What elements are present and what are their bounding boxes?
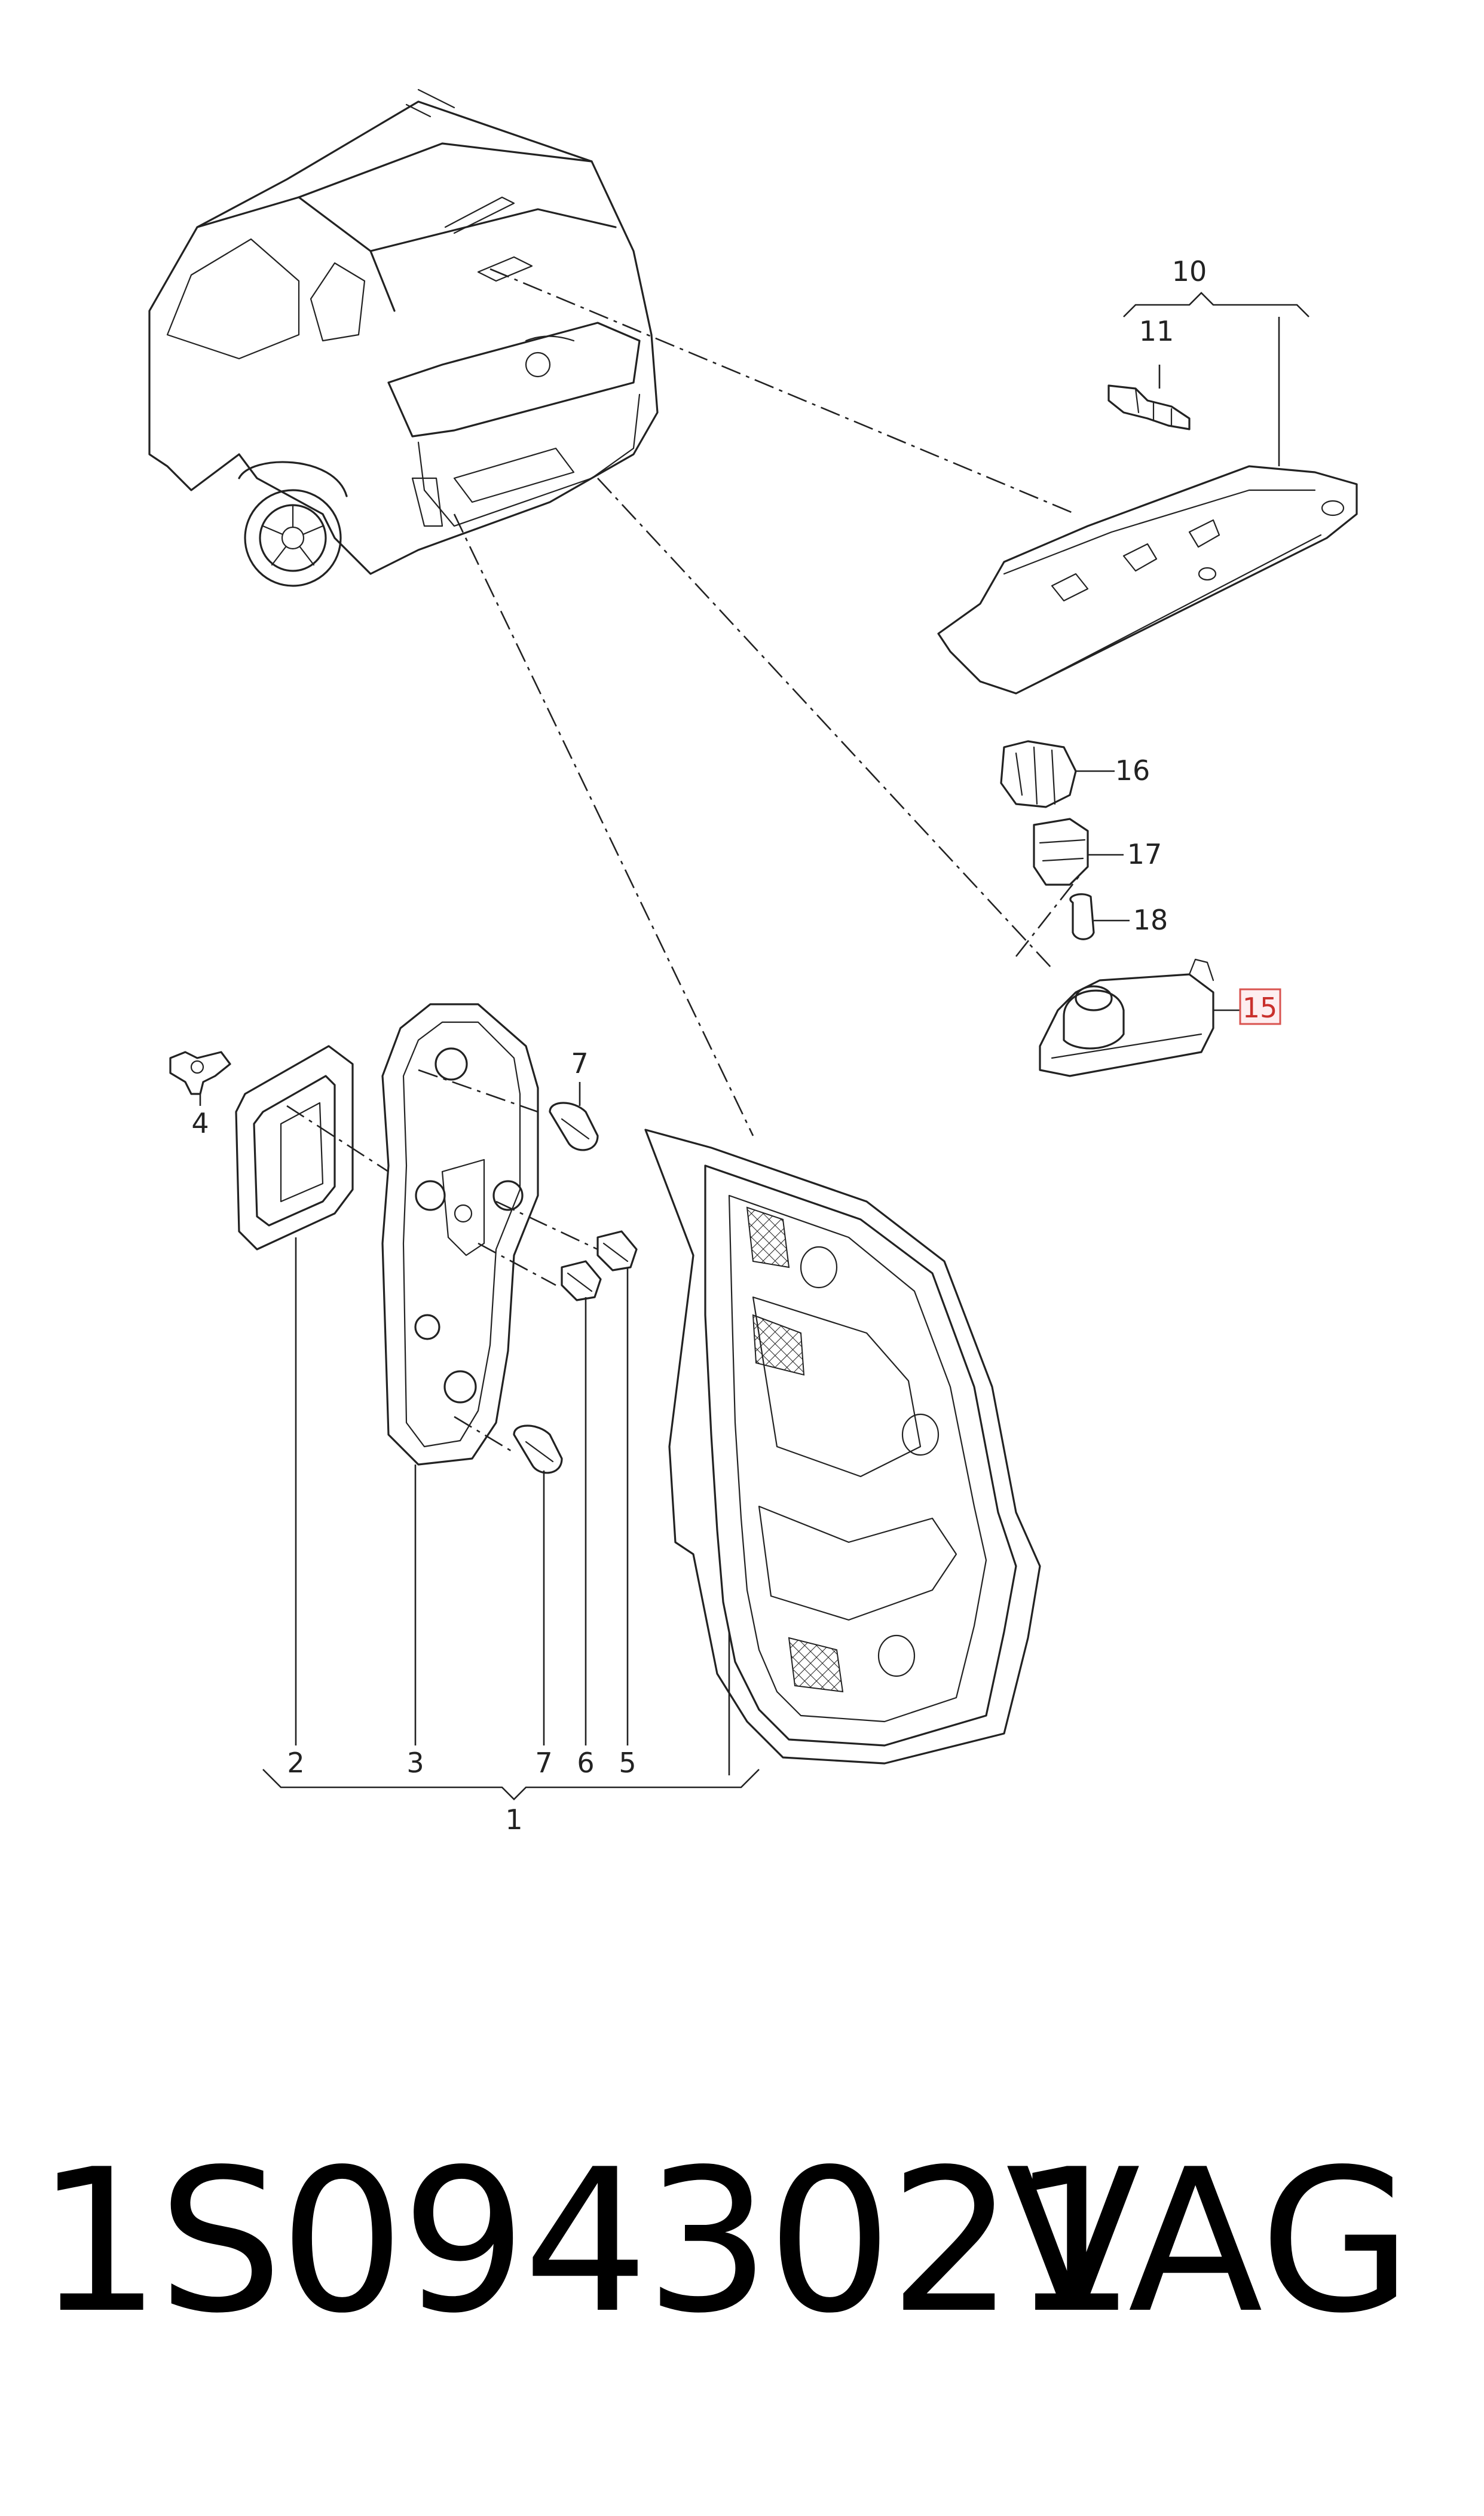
- callout-15: 15: [1243, 992, 1278, 1024]
- callout-15-highlight-box: [1239, 988, 1281, 1025]
- wing-nut-part-4: [169, 1051, 231, 1095]
- callout-5: 5: [619, 1747, 636, 1779]
- callout-3: 3: [406, 1747, 424, 1779]
- callout-2: 2: [287, 1747, 304, 1779]
- bulb-part-7-top: [549, 1102, 599, 1151]
- number-plate-light-part-15: [1039, 958, 1214, 1077]
- callout-7-bottom: 7: [535, 1747, 552, 1779]
- socket-part-17: [1033, 818, 1089, 886]
- bulb-holder-part-3: [381, 1003, 539, 1466]
- gasket-part-2: [235, 1045, 354, 1251]
- callout-17: 17: [1127, 838, 1162, 870]
- callout-10: 10: [1172, 255, 1207, 288]
- screw-part-11: [1107, 384, 1191, 430]
- car-rear-illustration: [148, 88, 659, 587]
- callout-18: 18: [1133, 904, 1168, 936]
- callout-7-top: 7: [571, 1047, 588, 1080]
- callout-4: 4: [191, 1107, 209, 1139]
- callout-leaders: [199, 292, 1309, 1800]
- callout-6: 6: [577, 1747, 594, 1779]
- tail-light-housing-part-1: [644, 1129, 1041, 1765]
- bulb-part-18: [1069, 893, 1095, 940]
- high-level-brake-light: [937, 465, 1358, 695]
- bulb-part-5: [596, 1230, 638, 1271]
- socket-part-16: [1000, 740, 1077, 808]
- bulb-part-6: [561, 1260, 602, 1301]
- bulb-part-7-bottom: [513, 1424, 563, 1474]
- reference-leader-lines: [286, 268, 1083, 1454]
- exploded-parts-diagram: 10 11 16 17 18 15 4 7 2 3 7 6 5 1: [148, 88, 1358, 1836]
- callout-1: 1: [505, 1803, 522, 1836]
- callout-16: 16: [1115, 754, 1151, 787]
- callout-11: 11: [1139, 315, 1174, 347]
- brand-label: VAG: [1005, 2127, 1412, 2356]
- part-number-label: 1S0943021: [36, 2127, 1136, 2356]
